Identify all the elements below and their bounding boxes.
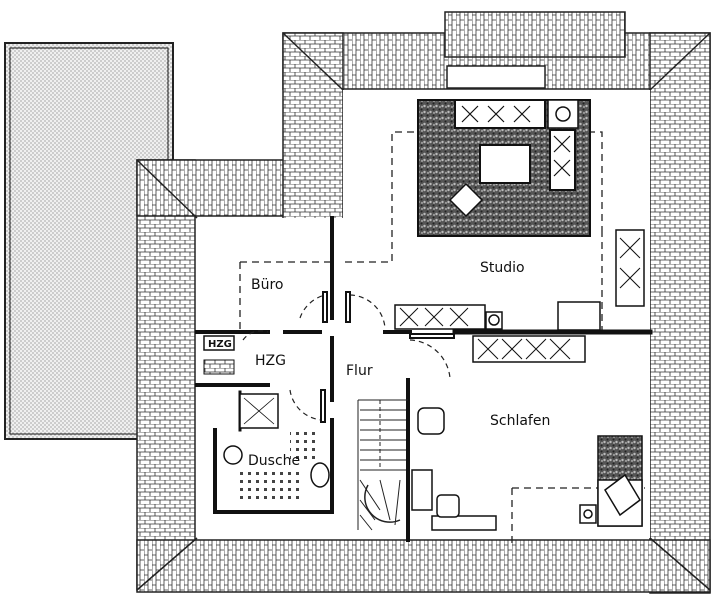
bed [579, 435, 643, 527]
wardrobe [472, 335, 586, 363]
dormer-window [446, 65, 546, 89]
heating-tag: HZG [208, 339, 232, 350]
door-swings [242, 294, 451, 421]
room-label-buero: Büro [251, 277, 284, 293]
desk [411, 407, 497, 531]
room-label-flur: Flur [346, 363, 373, 379]
walls [195, 216, 653, 542]
room-label-dusche: Dusche [248, 453, 300, 469]
doors [320, 291, 455, 423]
heating-boxes: HZG [203, 335, 235, 375]
room-labels: Büro Studio HZG Flur Schlafen Dusche [248, 260, 550, 469]
studio-furniture [394, 229, 645, 331]
room-label-schlafen: Schlafen [490, 413, 550, 429]
room-label-hzg: HZG [255, 353, 286, 369]
bathroom [223, 393, 330, 502]
roof [136, 11, 711, 594]
staircase [357, 399, 408, 531]
studio-rug [417, 99, 591, 237]
room-label-studio: Studio [480, 260, 525, 276]
